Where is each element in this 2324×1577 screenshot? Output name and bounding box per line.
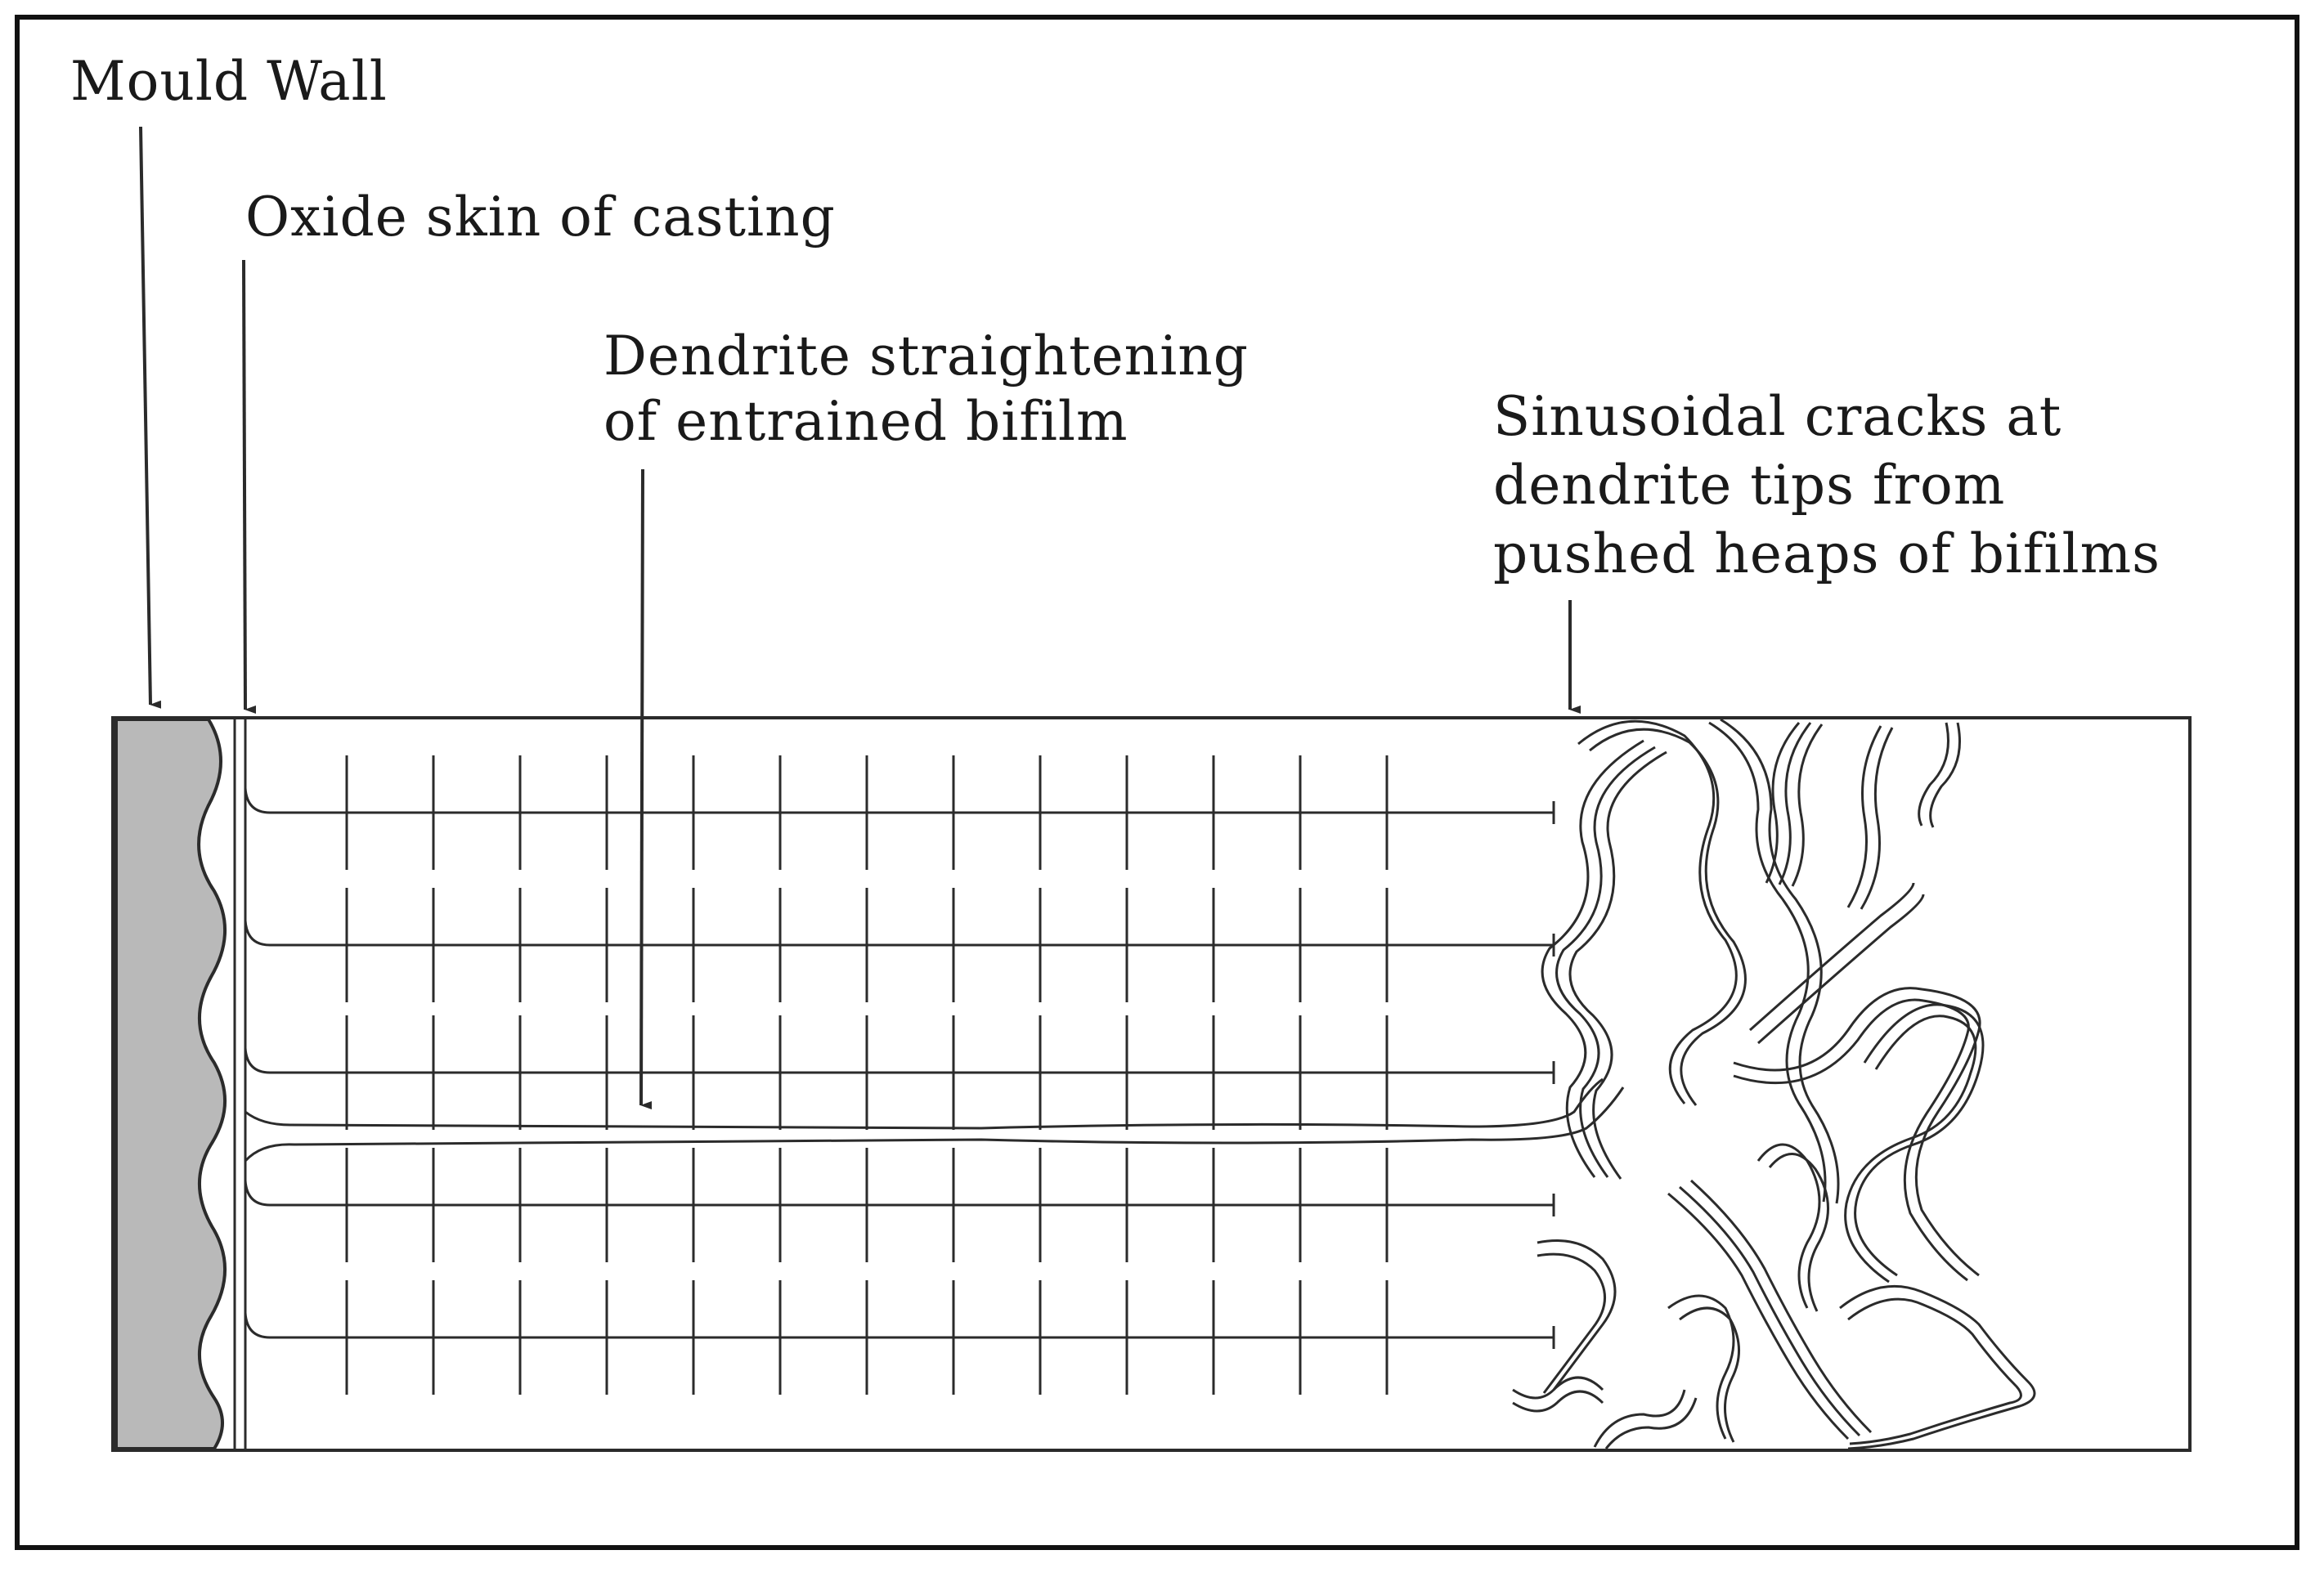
dendrite-straightening-label-line2: of entrained bifilm bbox=[603, 390, 1128, 453]
crack-main-c bbox=[1568, 750, 1667, 1180]
dendrite-straightening-arrow bbox=[639, 468, 653, 1110]
crack-tip-a bbox=[1918, 722, 1949, 827]
crack-tip-b bbox=[1929, 722, 1961, 828]
crack-wide-loop-d bbox=[1757, 894, 1925, 1045]
crack-bottom-b bbox=[1604, 1397, 1698, 1449]
sinusoidal-cracks-label-line2: dendrite tips from bbox=[1493, 454, 2006, 517]
dendrite-arm bbox=[244, 1047, 1554, 1074]
sinusoidal-cracks-label-line1: Sinusoidal cracks at bbox=[1493, 385, 2062, 448]
crack-bottom-a bbox=[1593, 1389, 1686, 1448]
crack-lower-left-a bbox=[1537, 1239, 1617, 1391]
crack-top-loop-a bbox=[1577, 719, 1738, 1104]
crack-low-b bbox=[1679, 1185, 1861, 1437]
crack-short-b bbox=[1778, 722, 1812, 885]
dendrite-arm bbox=[244, 920, 1554, 947]
straightened-bifilm-lower bbox=[244, 1086, 1625, 1163]
crack-bottom-right-a bbox=[1839, 1284, 2036, 1450]
crack-mid-b bbox=[1679, 1306, 1740, 1443]
crack-center-b bbox=[1768, 1153, 1829, 1312]
dendrite-arm bbox=[244, 787, 1554, 814]
figure-frame bbox=[15, 15, 2299, 1550]
crack-lower-left-b bbox=[1537, 1252, 1606, 1394]
crack-right-loop-b bbox=[1844, 1015, 1977, 1284]
dendrite-arm bbox=[244, 1312, 1554, 1339]
crack-short-a bbox=[1765, 722, 1801, 884]
crack-main-b bbox=[1555, 746, 1656, 1178]
casting-outline bbox=[111, 716, 2192, 1452]
oxide-skin-arrow bbox=[242, 259, 257, 714]
crack-hook-b bbox=[1720, 718, 1840, 1204]
crack-bottom-right-b bbox=[1847, 1297, 2022, 1445]
crack-mid-a bbox=[1667, 1294, 1735, 1440]
crack-center-a bbox=[1756, 1143, 1821, 1309]
crack-hook-a bbox=[1708, 721, 1827, 1203]
sinusoidal-cracks bbox=[1512, 718, 2036, 1450]
crack-low-c bbox=[1689, 1179, 1873, 1434]
crack-right-b bbox=[1860, 727, 1894, 910]
mould-wall-arrow bbox=[139, 126, 162, 709]
mould-wall-label: Mould Wall bbox=[70, 50, 388, 113]
dendrite-arm bbox=[244, 1180, 1554, 1207]
mould-wall bbox=[114, 718, 227, 1450]
dendrite-grid bbox=[244, 755, 1555, 1395]
oxide-skin-label: Oxide skin of casting bbox=[245, 186, 836, 249]
crack-short-c bbox=[1791, 724, 1824, 887]
sinusoidal-cracks-label-line3: pushed heaps of bifilms bbox=[1493, 522, 2161, 585]
crack-main-a bbox=[1541, 739, 1644, 1178]
crack-wide-loop-c bbox=[1749, 882, 1915, 1032]
crack-lower-left-c bbox=[1512, 1376, 1604, 1400]
crack-top-loop-b bbox=[1589, 728, 1747, 1106]
crack-wide-loop-a bbox=[1733, 987, 1981, 1277]
crack-wide-loop-b bbox=[1733, 998, 1970, 1282]
crack-right-a bbox=[1846, 725, 1882, 908]
crack-right-loop-a bbox=[1854, 1003, 1985, 1277]
crack-lower-left-d bbox=[1512, 1390, 1604, 1413]
dendrite-straightening-label-line1: Dendrite straightening bbox=[603, 325, 1249, 388]
crack-low-a bbox=[1667, 1192, 1850, 1440]
straightened-bifilm-upper bbox=[245, 1077, 1604, 1130]
